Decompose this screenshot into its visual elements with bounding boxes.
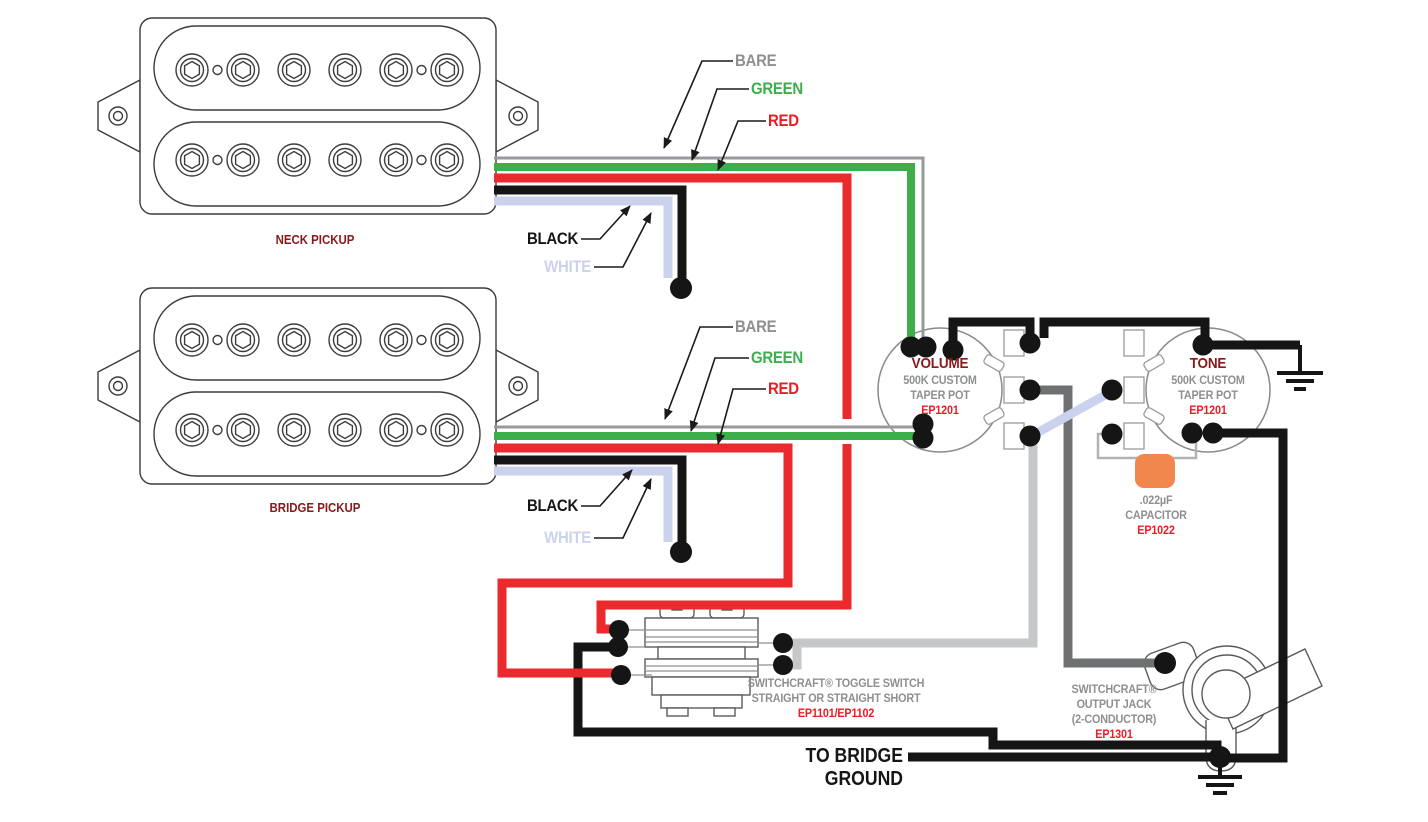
- bridge-white-label: WHITE: [544, 528, 591, 547]
- bridge-white-leader: [594, 478, 652, 539]
- bridge-green-leader: [689, 357, 749, 432]
- volume-pot-label: VOLUME 500K CUSTOM TAPER POT EP1201: [868, 355, 1012, 418]
- neck-series-link-joint: [670, 277, 692, 299]
- neck-green-wire: [494, 163, 915, 341]
- ground-bus-wire: [948, 317, 1300, 352]
- toggle-switch-illustration: [620, 602, 781, 717]
- neck-green-leader: [691, 88, 749, 161]
- switch-ground-wire: [573, 642, 1222, 753]
- to-bridge-ground-label: TO BRIDGE GROUND: [805, 745, 903, 790]
- bridge-series-link-joint: [670, 541, 692, 563]
- volume-pot-name: VOLUME: [911, 355, 969, 372]
- volume-to-jack-wire: [1030, 385, 1158, 668]
- bridge-pickup-illustration: [98, 288, 538, 484]
- bridge-bare-label: BARE: [735, 317, 777, 336]
- volume-pot-spec1: 500K CUSTOM: [903, 373, 977, 387]
- neck-green-label: GREEN: [751, 79, 803, 98]
- bridge-red-leader: [716, 388, 766, 445]
- capacitor-type: CAPACITOR: [1125, 508, 1187, 522]
- tone-pot-spec2: TAPER POT: [1178, 388, 1238, 402]
- neck-black-wire: [494, 185, 687, 282]
- tone-pot-name: TONE: [1189, 355, 1227, 372]
- neck-bare-leader: [663, 60, 733, 149]
- neck-black-leader: [581, 205, 631, 240]
- wires: [494, 156, 1300, 763]
- bridge-bare-leader: [664, 326, 733, 420]
- bridge-black-label: BLACK: [526, 496, 578, 515]
- toggle-switch-part-number: EP1101/EP1102: [797, 706, 875, 720]
- neck-white-leader: [594, 212, 652, 268]
- neck-red-wire: [494, 173, 852, 634]
- switch-output-wire: [783, 440, 1038, 670]
- tone-pot-spec1: 500K CUSTOM: [1171, 373, 1245, 387]
- tone-pot-label: TONE 500K CUSTOM TAPER POT EP1201: [1136, 355, 1280, 418]
- toggle-switch-name-line1: SWITCHCRAFT® TOGGLE SWITCH: [747, 676, 925, 690]
- output-jack-name-line1: SWITCHCRAFT®: [1071, 682, 1157, 696]
- bridge-white-wire: [494, 466, 673, 542]
- neck-red-leader: [717, 120, 766, 171]
- capacitor-part-number: EP1022: [1137, 523, 1175, 537]
- earth-ground-top-right: [1277, 345, 1323, 391]
- bridge-red-wire: [494, 443, 793, 678]
- toggle-switch-label: SWITCHCRAFT® TOGGLE SWITCH STRAIGHT OR S…: [746, 676, 926, 721]
- neck-white-wire: [494, 196, 673, 278]
- callout-leaders: [581, 60, 766, 539]
- volume-pot-part-number: EP1201: [921, 403, 959, 417]
- neck-white-label: WHITE: [544, 257, 591, 276]
- neck-bare-label: BARE: [735, 51, 777, 70]
- output-jack-part-number: EP1301: [1095, 727, 1133, 741]
- bridge-black-leader: [581, 469, 633, 507]
- bridge-red-label: RED: [768, 379, 799, 398]
- output-jack-name-line3: (2-CONDUCTOR): [1071, 712, 1157, 726]
- tone-pot-illustration: [1123, 327, 1271, 453]
- output-jack-label: SWITCHCRAFT® OUTPUT JACK (2-CONDUCTOR) E…: [1042, 682, 1186, 742]
- output-jack-illustration: [1143, 641, 1323, 772]
- bridge-pickup-label: BRIDGE PICKUP: [269, 500, 361, 515]
- capacitor-label: .022µF CAPACITOR EP1022: [1084, 493, 1228, 538]
- neck-red-label: RED: [768, 111, 799, 130]
- capacitor-value: .022µF: [1139, 493, 1173, 507]
- neck-bare-wire: [494, 156, 925, 340]
- neck-pickup-illustration: [98, 18, 538, 214]
- neck-black-label: BLACK: [526, 229, 578, 248]
- solder-joints: [608, 277, 1231, 768]
- bridge-black-wire: [494, 455, 687, 546]
- volume-to-tone-wire: [1025, 386, 1117, 442]
- tone-pot-part-number: EP1201: [1189, 403, 1227, 417]
- output-jack-name-line2: OUTPUT JACK: [1076, 697, 1152, 711]
- neck-pickup-label: NECK PICKUP: [275, 232, 355, 247]
- bridge-green-label: GREEN: [751, 348, 803, 367]
- toggle-switch-name-line2: STRAIGHT OR STRAIGHT SHORT: [751, 691, 921, 705]
- tone-ground-wire: [1213, 428, 1288, 763]
- volume-pot-spec2: TAPER POT: [910, 388, 970, 402]
